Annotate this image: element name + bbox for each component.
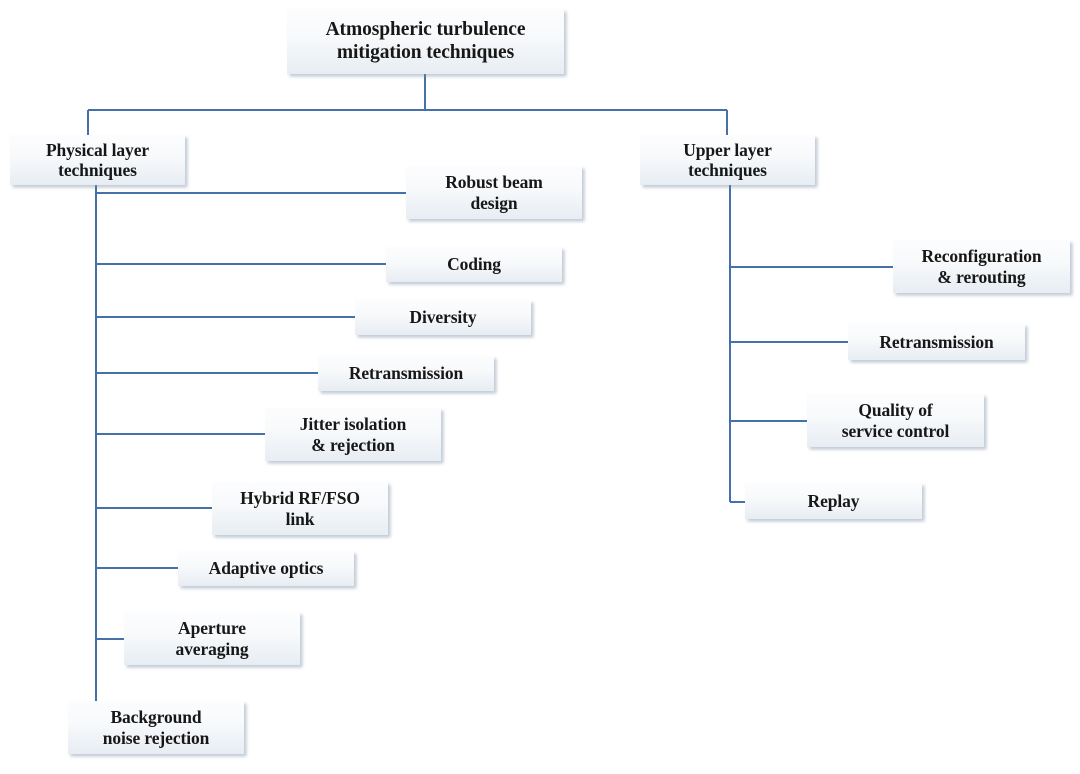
node-reconfiguration-rerouting[interactable]: Reconfiguration & rerouting — [893, 240, 1070, 293]
node-physical-layer-line2: techniques — [58, 160, 137, 180]
node-coding[interactable]: Coding — [386, 247, 562, 282]
node-diversity[interactable]: Diversity — [355, 300, 531, 335]
node-robust-beam-design-line1: Robust beam — [445, 172, 543, 193]
node-retransmission-physical[interactable]: Retransmission — [318, 356, 494, 391]
node-jitter-isolation-rejection-line1: Jitter isolation — [299, 414, 407, 435]
node-background-noise-rejection-line2: noise rejection — [102, 727, 210, 748]
node-root-line2: mitigation techniques — [336, 41, 515, 63]
node-quality-of-service-control-line1: Quality of — [858, 400, 933, 421]
node-retransmission-physical-label: Retransmission — [348, 363, 464, 384]
node-robust-beam-design[interactable]: Robust beam design — [406, 166, 582, 219]
node-upper-layer[interactable]: Upper layer techniques — [640, 135, 815, 185]
node-jitter-isolation-rejection[interactable]: Jitter isolation & rejection — [265, 408, 441, 461]
node-background-noise-rejection-line1: Background — [110, 707, 202, 728]
node-reconfiguration-rerouting-line2: & rerouting — [937, 266, 1026, 287]
node-hybrid-rf-fso-link-line1: Hybrid RF/FSO — [240, 488, 360, 509]
node-retransmission-upper-label: Retransmission — [879, 331, 994, 352]
node-aperture-averaging-line2: averaging — [175, 638, 249, 659]
node-aperture-averaging[interactable]: Aperture averaging — [124, 612, 300, 665]
node-hybrid-rf-fso-link-line2: link — [285, 508, 315, 529]
node-jitter-isolation-rejection-line2: & rejection — [311, 434, 395, 455]
node-physical-layer-line1: Physical layer — [45, 139, 150, 160]
node-upper-layer-line1: Upper layer — [683, 139, 772, 160]
node-quality-of-service-control-line2: service control — [841, 420, 950, 441]
node-coding-label: Coding — [447, 254, 501, 275]
node-root[interactable]: Atmospheric turbulence mitigation techni… — [287, 9, 564, 74]
node-replay[interactable]: Replay — [745, 483, 922, 519]
node-upper-layer-line2: techniques — [688, 160, 767, 180]
node-adaptive-optics-label: Adaptive optics — [208, 558, 324, 579]
node-retransmission-upper[interactable]: Retransmission — [848, 324, 1025, 360]
node-replay-label: Replay — [807, 490, 860, 511]
node-hybrid-rf-fso-link[interactable]: Hybrid RF/FSO link — [212, 482, 388, 535]
node-robust-beam-design-line2: design — [470, 192, 518, 213]
node-reconfiguration-rerouting-line1: Reconfiguration — [921, 246, 1042, 267]
node-aperture-averaging-line1: Aperture — [178, 618, 246, 639]
node-physical-layer[interactable]: Physical layer techniques — [10, 135, 185, 185]
node-adaptive-optics[interactable]: Adaptive optics — [178, 551, 354, 586]
node-background-noise-rejection[interactable]: Background noise rejection — [68, 701, 244, 754]
node-quality-of-service-control[interactable]: Quality of service control — [807, 394, 984, 447]
node-diversity-label: Diversity — [409, 307, 477, 328]
node-root-line1: Atmospheric turbulence — [325, 18, 526, 40]
